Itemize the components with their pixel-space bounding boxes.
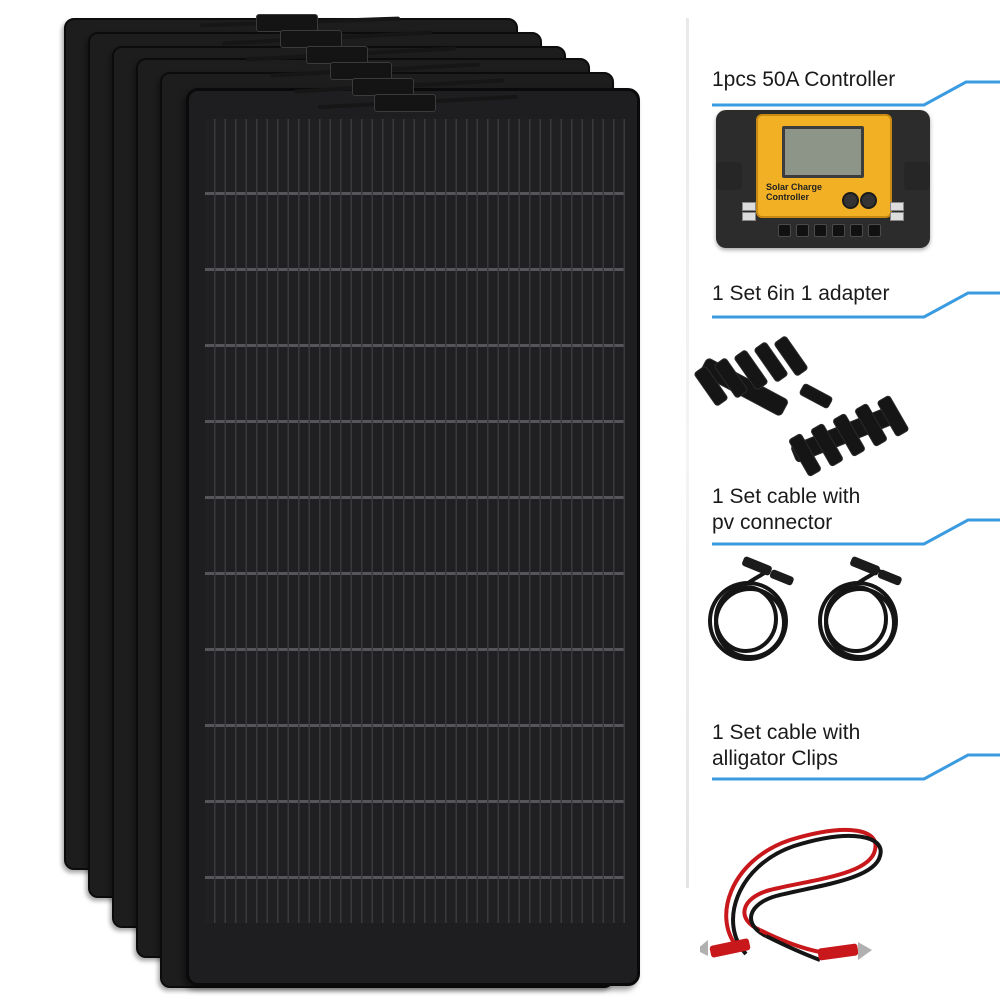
item-label-adapter: 1 Set 6in 1 adapter: [712, 282, 890, 305]
item-label-controller: 1pcs 50A Controller: [712, 68, 896, 91]
wire-terminal: [778, 224, 791, 237]
controller-mount-tab: [716, 162, 742, 190]
wire-terminal: [814, 224, 827, 237]
lcd-screen: [782, 126, 864, 178]
wire-terminal: [832, 224, 845, 237]
usb-port: [742, 202, 756, 211]
wire-terminal: [868, 224, 881, 237]
usb-port: [890, 212, 904, 221]
solar-panel-front: [186, 88, 640, 986]
controller-face: Solar Charge Controller: [756, 114, 892, 218]
wire-terminal: [796, 224, 809, 237]
controller-button: [860, 192, 877, 209]
controller-mount-tab: [904, 162, 930, 190]
solar-cells: [205, 119, 625, 923]
junction-box: [374, 94, 436, 112]
item-label-alligator-cable: 1 Set cable with alligator Clips: [712, 721, 861, 770]
pv-cable-icon: [700, 555, 930, 675]
divider-line: [686, 18, 689, 888]
alligator-clip-cable-icon: [696, 800, 900, 980]
branch-adapter-icon: [690, 330, 920, 480]
controller-button: [842, 192, 859, 209]
item-label-pv-cable: 1 Set cable with pv connector: [712, 485, 861, 534]
usb-port: [890, 202, 904, 211]
wire-terminal: [850, 224, 863, 237]
charge-controller-icon: Solar Charge Controller: [716, 110, 930, 248]
usb-port: [742, 212, 756, 221]
controller-brand: Solar Charge Controller: [766, 182, 823, 202]
